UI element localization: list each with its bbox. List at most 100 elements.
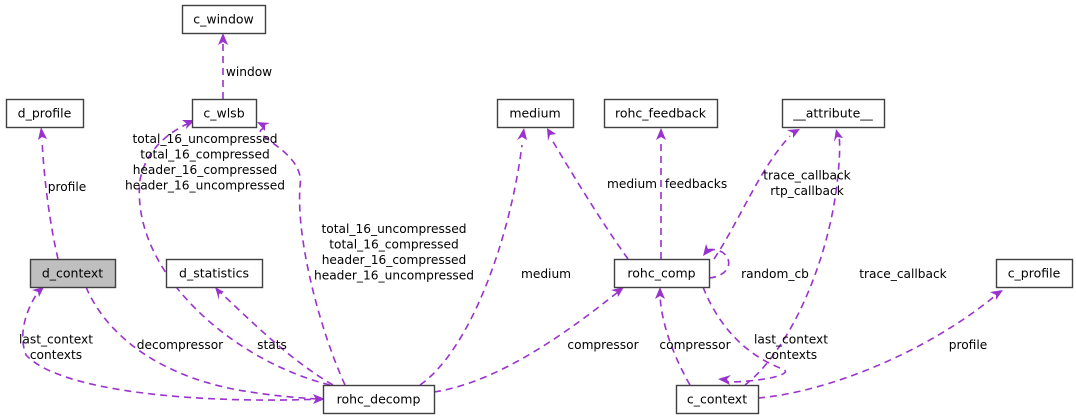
node-box[interactable] [165,258,264,289]
edge-e-comp-random [703,244,730,279]
edge-label-e-comp-feedback: feedbacks [665,177,727,191]
node-box[interactable] [613,258,711,289]
edge-line [744,135,841,386]
edge-label-text: header_16_compressed [133,163,278,177]
edge-labels-layer: windowprofiletotal_16_uncompressedtotal_… [19,65,987,362]
node-box[interactable] [603,98,719,129]
edge-e-ctx-dprofile [38,127,59,260]
edge-line [433,291,619,393]
node-rohc_decomp[interactable]: rohc_decomp [322,384,436,415]
edge-label-e-decomp-wlsb-b: total_16_uncompressedtotal_16_compressed… [314,222,474,283]
edge-label-e-cctx-attr: trace_callback [859,267,947,281]
edge-e-comp-attr [713,129,800,260]
edge-label-e-cctx-cprofile: profile [949,338,988,352]
edge-line [219,291,334,386]
edge-e-cctx-attr [744,129,843,386]
arrowhead-icon [655,287,665,299]
edge-label-e-decomp-medium: medium [521,267,571,281]
edge-e-comp-cctx [702,286,787,385]
node-__attribute__[interactable]: __attribute__ [781,98,886,129]
edge-label-text: total_16_uncompressed [322,222,467,236]
edge-e-decomp-dctx [22,287,324,401]
arrowhead-icon [215,287,224,300]
edge-line [702,286,787,383]
edge-label-e-comp-cctx: last_context contexts [754,332,828,362]
arrowhead-icon [32,287,44,297]
edge-label-text: total_16_compressed [140,147,270,161]
node-box[interactable] [322,384,436,415]
edge-e-comp-medium [547,128,629,260]
node-label: c_wlsb [203,106,244,121]
node-box[interactable] [191,98,258,129]
node-box[interactable] [181,4,267,35]
node-box[interactable] [496,98,575,129]
edge-e-cctx-cprofile [757,290,1003,399]
edge-label-text: random_cb [741,267,809,281]
node-c_profile[interactable]: c_profile [995,258,1074,289]
node-label: __attribute__ [792,106,873,121]
edge-e-wlsb-window [218,33,228,99]
edge-e-decomp-dstats [215,287,334,386]
edge-label-text: contexts [765,348,817,362]
arrowhead-icon [218,33,228,45]
arrowhead-icon [703,244,714,256]
edge-label-text: header_16_compressed [322,253,467,267]
edge-line [713,135,791,260]
arrowhead-icon [313,394,325,404]
edge-label-e-comp-medium: medium [607,177,657,191]
edge-label-text: trace_callback [859,267,947,281]
edge-label-text: stats [257,338,287,352]
node-c_wlsb[interactable]: c_wlsb [191,98,258,129]
node-label: d_profile [18,106,72,121]
edge-e-decomp-wlsb-a [138,120,331,386]
edge-label-text: contexts [30,348,82,362]
edge-e-decomp-medium [419,128,527,386]
edge-label-e-comp-random: random_cb [741,267,809,281]
node-box[interactable] [995,258,1074,289]
edge-label-text: medium [521,267,571,281]
node-box[interactable] [781,98,886,129]
node-rohc_comp[interactable]: rohc_comp [613,258,711,289]
edge-label-text: header_16_uncompressed [314,268,474,282]
edge-line [85,286,319,400]
edge-label-text: profile [949,338,988,352]
arrowhead-icon [787,129,800,138]
edge-label-e-cctx-comp: compressor [659,338,731,352]
edge-label-e-decomp-comp-a: compressor [567,338,639,352]
edge-line [22,291,324,401]
edge-label-text: last_context [754,332,828,346]
edge-label-e-ctx-dprofile: profile [48,180,87,194]
edge-label-text: window [226,65,272,79]
edge-label-text: medium [607,177,657,191]
edge-e-cctx-comp [655,287,691,386]
node-box[interactable] [29,258,117,289]
edge-label-text: header_16_uncompressed [125,178,285,192]
node-label: c_context [687,392,747,407]
edge-label-text: last_context [19,332,93,346]
arrowhead-icon [257,122,270,131]
arrowhead-icon [834,129,843,142]
node-box[interactable] [675,384,760,415]
node-d_profile[interactable]: d_profile [5,98,85,129]
node-box[interactable] [5,98,85,129]
node-c_window[interactable]: c_window [181,4,267,35]
edge-line [419,144,523,386]
edge-line [41,139,59,260]
arrowhead-icon [517,128,527,140]
edge-label-text: decompressor [137,338,224,352]
edge-label-e-decomp-dctx: last_context contexts [19,332,93,362]
node-medium[interactable]: medium [496,98,575,129]
edge-label-text: total_16_uncompressed [133,132,278,146]
node-c_context[interactable]: c_context [675,384,760,415]
node-rohc_feedback[interactable]: rohc_feedback [603,98,719,129]
arrowhead-icon [656,128,666,140]
edge-line [551,139,629,260]
node-d_context[interactable]: d_context [29,258,117,289]
edge-label-text: profile [48,180,87,194]
arrowhead-icon [611,287,624,297]
arrowhead-icon [547,128,556,141]
node-d_statistics[interactable]: d_statistics [165,258,264,289]
